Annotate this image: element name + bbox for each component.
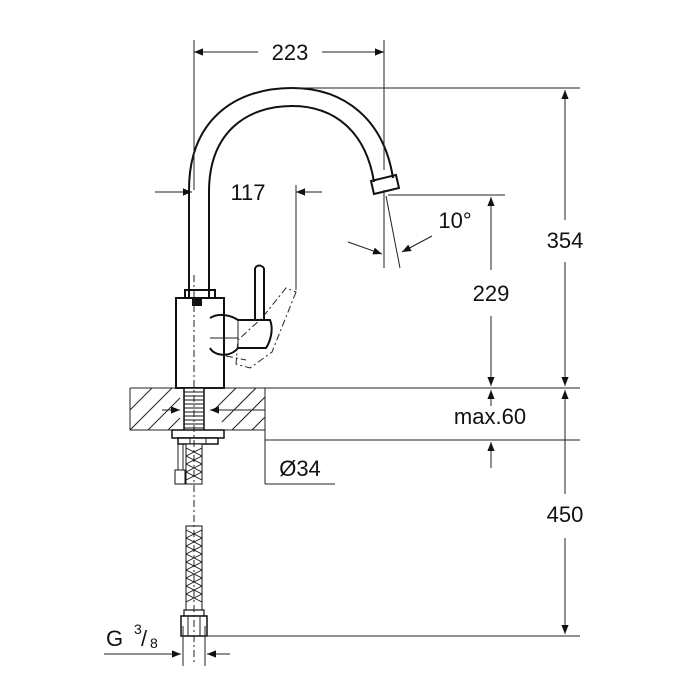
dim-hole-diameter: Ø34 — [162, 406, 335, 485]
faucet-column — [175, 297, 225, 389]
dim-hose-length: 450 — [206, 390, 584, 637]
label-connection-prefix: G — [106, 626, 123, 651]
label-counter-thickness: max.60 — [454, 404, 526, 429]
dim-223: 223 — [193, 40, 385, 190]
label-outlet-height: 229 — [473, 281, 510, 306]
spout-aerator — [369, 173, 401, 196]
label-spout-offset: 117 — [230, 180, 265, 205]
label-width-overall: 223 — [272, 40, 309, 65]
dim-117: 117 — [155, 180, 322, 290]
spout-outer — [188, 86, 394, 298]
dim-angle: 10° — [347, 190, 472, 269]
dim-counter-thickness: max.60 — [265, 390, 580, 468]
dim-connection-thread: G 3 / 8 — [104, 621, 230, 666]
spout-inner — [208, 104, 375, 298]
label-connection-numerator: 3 — [134, 621, 142, 637]
cap-mark — [192, 298, 202, 306]
label-hose-length: 450 — [547, 502, 584, 527]
label-hole-diameter: Ø34 — [279, 456, 321, 481]
label-connection-slash: / — [141, 626, 148, 651]
faucet-body — [175, 86, 401, 389]
dim-heights: 229 354 — [265, 87, 584, 389]
supply-hoses — [174, 443, 208, 637]
countertop — [129, 387, 266, 445]
label-total-height: 354 — [547, 228, 584, 253]
lever-hub — [209, 313, 273, 356]
lever-alternate-position — [235, 287, 297, 369]
label-spout-angle: 10° — [438, 208, 471, 233]
label-connection-denominator: 8 — [150, 635, 158, 651]
